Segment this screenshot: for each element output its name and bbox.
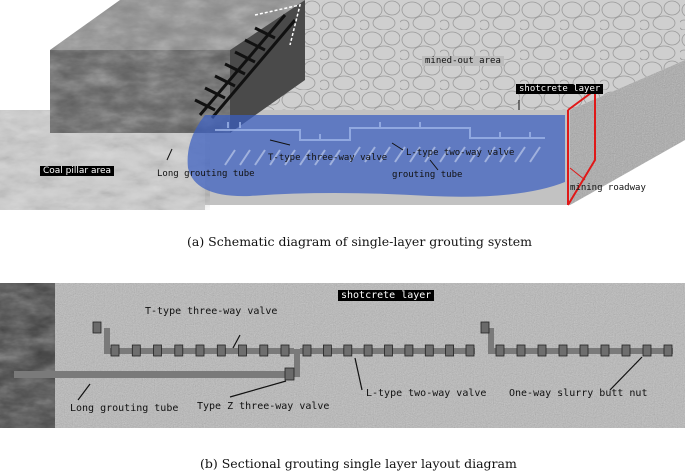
valve-block <box>195 344 205 357</box>
label-shotcrete-layer-a: shotcrete layer <box>516 84 604 94</box>
label-grouting-tube-a: grouting tube <box>392 170 463 180</box>
valve-block <box>495 344 505 357</box>
mining-roadway-outline <box>567 88 596 206</box>
long-grouting-tube <box>14 371 294 378</box>
valve-block <box>465 344 475 357</box>
valve-block <box>404 344 414 357</box>
caption-a: (a) Schematic diagram of single-layer gr… <box>187 234 533 249</box>
valve-block <box>343 344 353 357</box>
valve-block <box>558 344 568 357</box>
label-shotcrete-layer-b: shotcrete layer <box>338 290 435 301</box>
valve-block <box>131 344 141 357</box>
valve-block <box>663 344 673 357</box>
valve-block <box>110 344 120 357</box>
label-long-grouting-tube-b: Long grouting tube <box>70 403 179 414</box>
valve-block <box>280 344 290 357</box>
label-t-type-valve-b: T-type three-way valve <box>145 306 278 317</box>
grouting-tube-network <box>215 122 545 141</box>
valve-block <box>322 344 332 357</box>
valve-block <box>238 344 247 357</box>
annotation-arrows-b <box>77 334 643 401</box>
panel-b-section <box>0 283 685 428</box>
annotation-arrows <box>166 100 586 181</box>
valve-block <box>579 344 589 357</box>
support-coil <box>194 14 297 119</box>
t-valve-cap-3 <box>480 321 490 334</box>
valve-block <box>516 344 526 357</box>
mined-out-block-top <box>205 0 685 110</box>
z-valve-cap <box>284 367 295 381</box>
valve-block <box>445 344 455 357</box>
valve-block <box>174 344 184 357</box>
t-valve-cap-1 <box>92 321 102 334</box>
valve-block <box>384 344 393 357</box>
panel-a-schematic <box>0 0 685 210</box>
label-coal-pillar-area: Coal pillar area <box>40 166 115 176</box>
valve-block <box>153 344 162 357</box>
label-long-grouting-tube-a: Long grouting tube <box>157 169 255 179</box>
caption-b: (b) Sectional grouting single layer layo… <box>200 456 517 471</box>
label-type-z-valve: Type Z three-way valve <box>197 401 330 412</box>
valve-row <box>110 344 673 357</box>
label-mined-out-area: mined-out area <box>422 56 504 66</box>
valve-block <box>537 344 547 357</box>
valve-block <box>424 344 434 357</box>
label-mining-roadway: mining roadway <box>570 183 646 193</box>
label-t-type-valve-a: T-type three-way valve <box>268 153 388 163</box>
valve-block <box>216 344 226 357</box>
label-one-way-nut: One-way slurry butt nut <box>509 388 648 399</box>
label-l-type-valve-a: L-type two-way valve <box>406 148 515 158</box>
label-l-type-valve-b: L-type two-way valve <box>366 388 487 399</box>
valve-block <box>363 344 373 357</box>
valve-block <box>621 344 631 357</box>
grout-hatching <box>224 146 541 166</box>
valve-block <box>259 344 269 357</box>
valve-block <box>302 344 312 357</box>
valve-block <box>600 344 610 357</box>
valve-block <box>642 344 652 357</box>
